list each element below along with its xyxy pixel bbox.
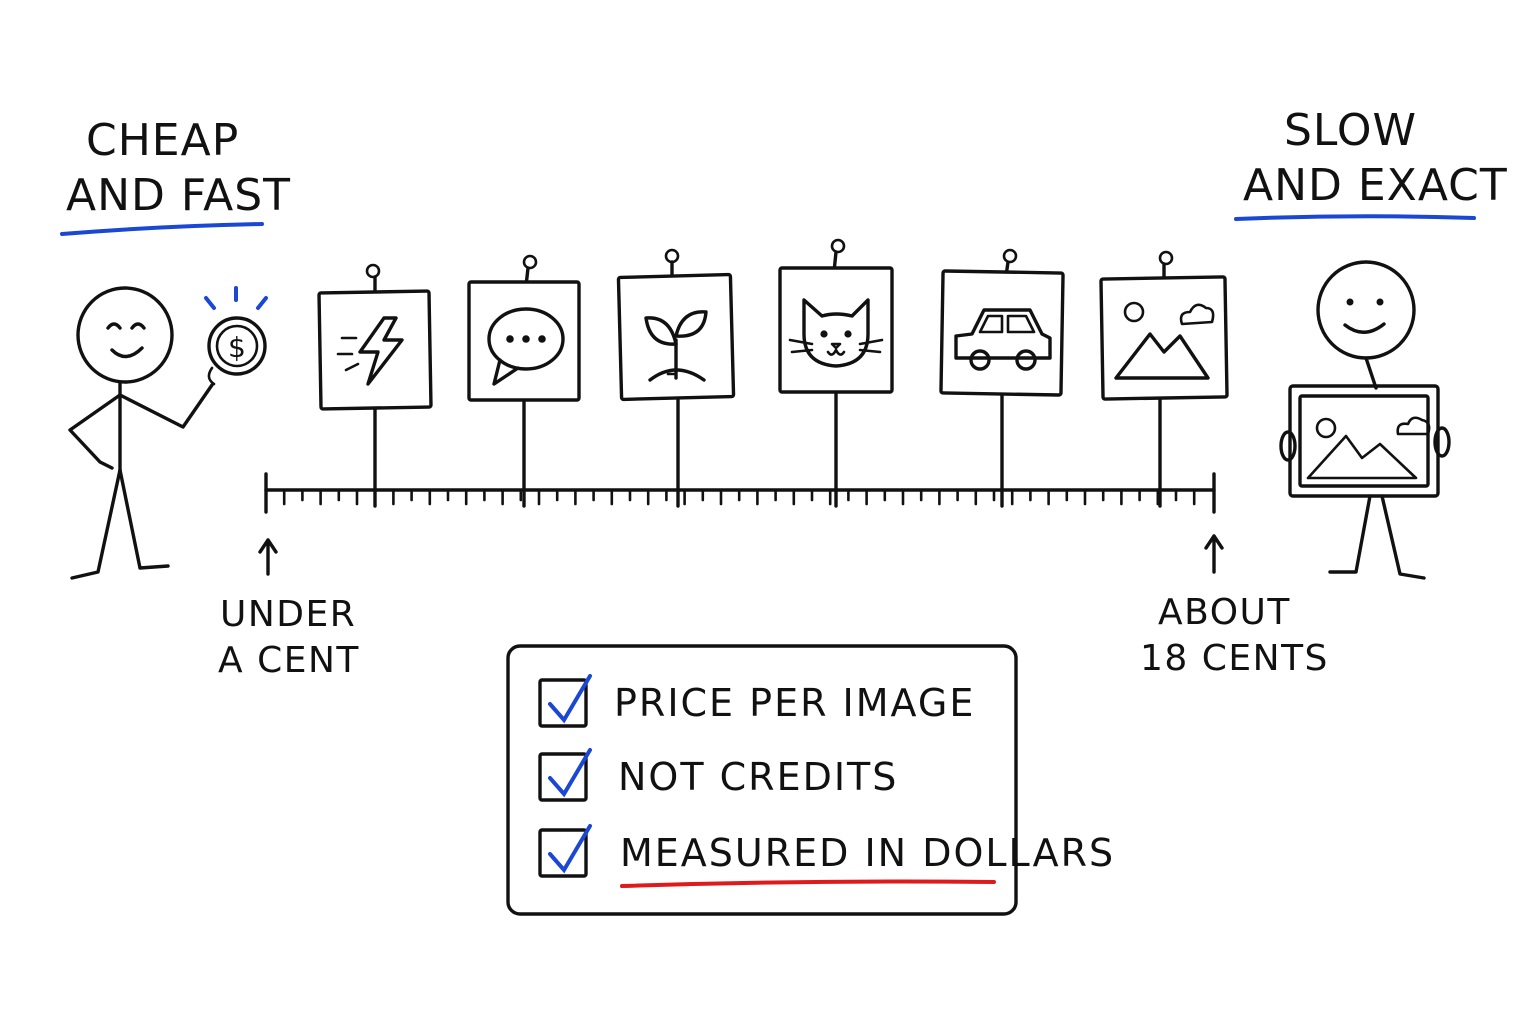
start-arrow-icon — [258, 538, 278, 576]
left-label-line2: AND FAST — [66, 170, 291, 221]
end-arrow-icon — [1204, 534, 1224, 574]
right-label-underline — [1234, 214, 1476, 221]
checklist-item-2-label: NOT CREDITS — [618, 755, 898, 799]
checklist-item-3-underline — [620, 879, 996, 888]
lightning-icon — [336, 316, 404, 386]
chat-bubble-icon — [487, 307, 565, 386]
checklist-item-2: NOT CREDITS — [538, 748, 898, 802]
sign-5 — [939, 248, 1065, 508]
checkbox-1 — [538, 678, 588, 728]
right-label-line2: AND EXACT — [1243, 160, 1508, 211]
sign-3 — [616, 248, 736, 508]
checklist-item-3-label: MEASURED IN DOLLARS — [620, 831, 1115, 875]
sign-1 — [317, 263, 433, 508]
scale-minor-ticks — [282, 488, 1196, 506]
checklist-item-1-label: PRICE PER IMAGE — [614, 681, 975, 725]
right-label: SLOW AND EXACT — [1234, 105, 1508, 221]
checkmark-icon — [548, 824, 592, 874]
left-label-underline — [60, 222, 264, 236]
right-label-line1: SLOW — [1284, 105, 1417, 156]
car-icon — [954, 308, 1052, 371]
svg-text:$: $ — [228, 331, 246, 364]
checklist-item-3: MEASURED IN DOLLARS — [538, 824, 1115, 888]
landscape-icon — [1114, 301, 1215, 380]
right-figure-head — [1316, 260, 1416, 360]
cat-icon — [788, 298, 884, 368]
left-label: CHEAP AND FAST — [60, 115, 291, 236]
checkmark-icon — [548, 748, 592, 798]
scale-start-label-line2: A CENT — [218, 640, 360, 681]
coin-icon: $ — [207, 316, 267, 386]
left-stick-figure: $ — [68, 286, 268, 580]
checklist-item-1: PRICE PER IMAGE — [538, 674, 975, 728]
checkbox-2 — [538, 752, 588, 802]
checklist-border — [506, 644, 1018, 916]
sign-6 — [1099, 250, 1229, 508]
left-label-line1: CHEAP — [86, 115, 239, 166]
price-scale: UNDER A CENT ABOUT 18 CENTS — [218, 472, 1329, 681]
scale-end-label-line2: 18 CENTS — [1140, 638, 1329, 679]
checklist-box: PRICE PER IMAGE NOT CREDITS MEASURED IN … — [506, 644, 1115, 916]
left-figure-head — [76, 286, 174, 384]
scale-end-label-line1: ABOUT — [1158, 592, 1291, 633]
held-picture-frame — [1279, 384, 1451, 498]
checkmark-icon — [548, 674, 592, 724]
checkbox-3 — [538, 828, 588, 878]
sign-4 — [778, 238, 894, 508]
right-stick-figure — [1279, 260, 1451, 580]
sign-2 — [467, 254, 581, 508]
sprout-icon — [644, 310, 708, 382]
scale-start-label-line1: UNDER — [220, 594, 356, 635]
